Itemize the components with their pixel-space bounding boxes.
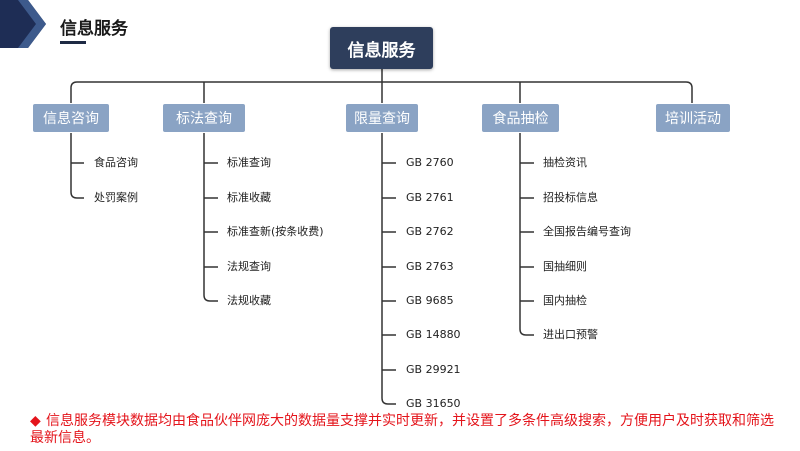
list-item: 食品咨询 — [94, 156, 138, 169]
category-node-standard-query: 标法查询 — [163, 104, 245, 132]
root-node: 信息服务 — [330, 27, 433, 69]
category-node-food-sampling: 食品抽检 — [482, 104, 559, 132]
list-item: 标准查新(按条收费) — [227, 225, 324, 238]
list-item: GB 2763 — [406, 260, 454, 273]
title-underline — [60, 41, 86, 44]
list-item: 法规收藏 — [227, 294, 271, 307]
list-item: 国内抽检 — [543, 294, 587, 307]
footer-note: ◆信息服务模块数据均由食品伙伴网庞大的数据量支撑并实时更新，并设置了多条件高级搜… — [30, 413, 780, 447]
list-item: GB 29921 — [406, 363, 461, 376]
category-node-limit-query: 限量查询 — [346, 104, 418, 132]
page-title: 信息服务 — [60, 19, 128, 39]
category-node-training: 培训活动 — [656, 104, 730, 132]
diamond-bullet-icon: ◆ — [30, 413, 41, 429]
list-item: 国抽细则 — [543, 260, 587, 273]
list-item: 招投标信息 — [543, 191, 598, 204]
list-item: GB 2762 — [406, 225, 454, 238]
footer-text: 信息服务模块数据均由食品伙伴网庞大的数据量支撑并实时更新，并设置了多条件高级搜索… — [30, 413, 774, 446]
list-item: 处罚案例 — [94, 191, 138, 204]
list-item: GB 14880 — [406, 328, 461, 341]
list-item: GB 9685 — [406, 294, 454, 307]
header-accent-shape — [0, 0, 46, 48]
list-item: 标准收藏 — [227, 191, 271, 204]
list-item: 法规查询 — [227, 260, 271, 273]
list-item: GB 2760 — [406, 156, 454, 169]
list-item: 进出口预警 — [543, 328, 598, 341]
list-item: GB 2761 — [406, 191, 454, 204]
list-item: 全国报告编号查询 — [543, 225, 631, 238]
list-item: 标准查询 — [227, 156, 271, 169]
list-item: 抽检资讯 — [543, 156, 587, 169]
category-node-info-consult: 信息咨询 — [33, 104, 109, 132]
list-item: GB 31650 — [406, 397, 461, 410]
